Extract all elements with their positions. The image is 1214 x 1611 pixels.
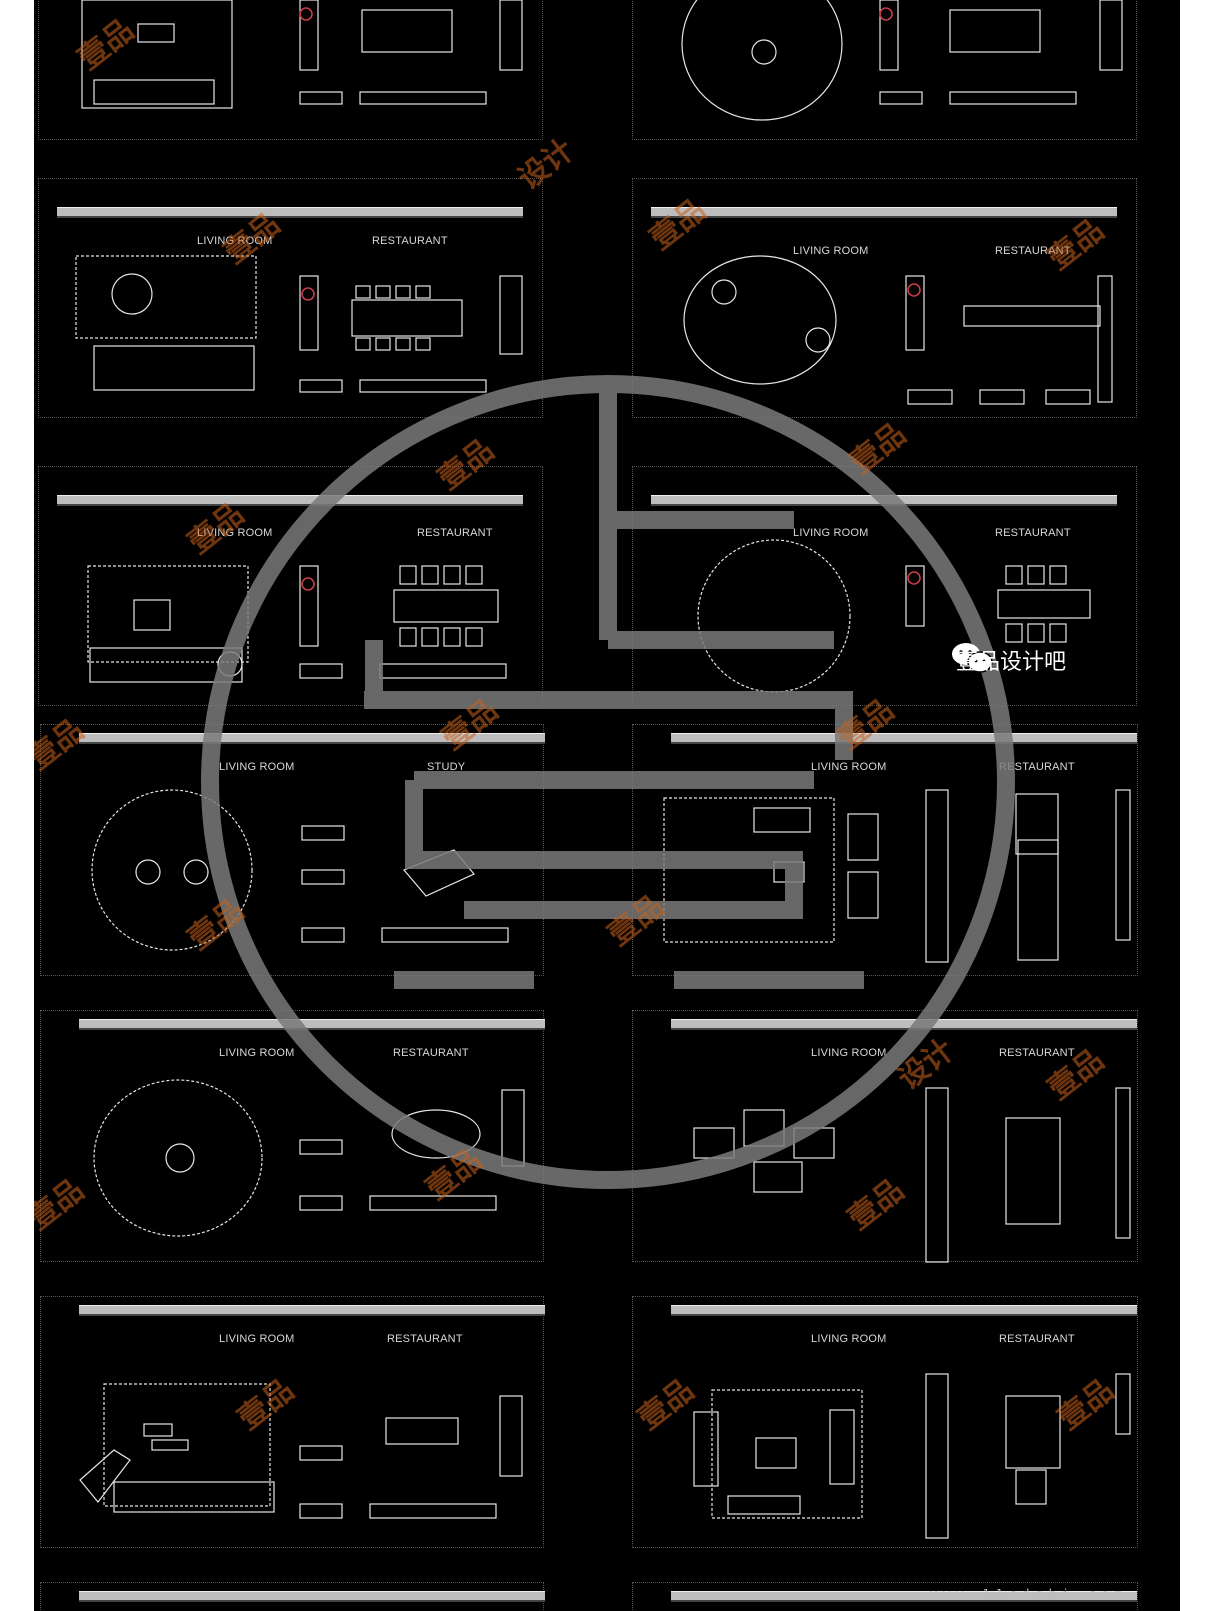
plan-panel — [632, 1582, 1138, 1611]
wechat-caption-text: 壹品设计吧 — [956, 650, 1067, 675]
room-label-living: LIVING ROOM — [219, 1333, 295, 1345]
wechat-caption: 壹品设计吧 — [956, 644, 1066, 676]
room-label-restaurant: RESTAURANT — [372, 235, 448, 247]
room-label-restaurant: RESTAURANT — [999, 1333, 1075, 1345]
plan-panel: LIVING ROOM RESTAURANT — [632, 178, 1137, 418]
plan-panel: LIVING ROOM STUDY — [40, 724, 545, 976]
drawing-sheet: LIVING ROOM RESTAURANT LIVING ROOM RESTA… — [34, 0, 1180, 1611]
wall-strip — [79, 1305, 545, 1314]
room-label-restaurant: RESTAURANT — [393, 1047, 469, 1059]
plan-panel: LIVING ROOM RESTAURANT — [40, 1010, 545, 1262]
plan-panel: LIVING ROOM RESTAURANT — [632, 1010, 1138, 1262]
plan-panel: LIVING ROOM RESTAURANT — [38, 178, 543, 418]
plan-panel — [40, 1582, 545, 1611]
wall-strip — [79, 733, 545, 742]
wechat-icon — [952, 643, 993, 673]
wall-strip — [671, 1305, 1137, 1314]
wall-strip — [671, 733, 1137, 742]
wall-strip — [57, 495, 523, 504]
room-label-living: LIVING ROOM — [793, 245, 869, 257]
plan-panel: LIVING ROOM RESTAURANT — [40, 1296, 545, 1548]
room-label-living: LIVING ROOM — [219, 1047, 295, 1059]
room-label-restaurant: RESTAURANT — [999, 761, 1075, 773]
corner-url: www.11cdehi.com — [929, 1587, 1128, 1601]
wall-strip — [57, 207, 523, 216]
room-label-restaurant: RESTAURANT — [995, 527, 1071, 539]
room-label-living: LIVING ROOM — [219, 761, 295, 773]
plan-panel — [38, 0, 543, 140]
room-label-living: LIVING ROOM — [811, 1047, 887, 1059]
wall-strip — [671, 1591, 1137, 1600]
room-label-living: LIVING ROOM — [793, 527, 869, 539]
furniture-linework — [75, 0, 1131, 1539]
room-label-living: LIVING ROOM — [197, 235, 273, 247]
wall-strip — [79, 1019, 545, 1028]
room-label-restaurant: RESTAURANT — [417, 527, 493, 539]
plan-panel: LIVING ROOM RESTAURANT — [632, 724, 1138, 976]
room-label-living: LIVING ROOM — [811, 1333, 887, 1345]
room-label-living: LIVING ROOM — [811, 761, 887, 773]
plan-panel: LIVING ROOM RESTAURANT — [38, 466, 543, 706]
plan-panel — [632, 0, 1137, 140]
room-label-living: LIVING ROOM — [197, 527, 273, 539]
wall-strip — [671, 1019, 1137, 1028]
wall-strip — [651, 207, 1117, 216]
plan-panel: LIVING ROOM RESTAURANT — [632, 1296, 1138, 1548]
room-label-study: STUDY — [427, 761, 466, 773]
brand-logo-icon — [201, 375, 1015, 1189]
wall-strip — [79, 1591, 545, 1600]
room-label-restaurant: RESTAURANT — [995, 245, 1071, 257]
room-label-restaurant: RESTAURANT — [387, 1333, 463, 1345]
room-label-restaurant: RESTAURANT — [999, 1047, 1075, 1059]
